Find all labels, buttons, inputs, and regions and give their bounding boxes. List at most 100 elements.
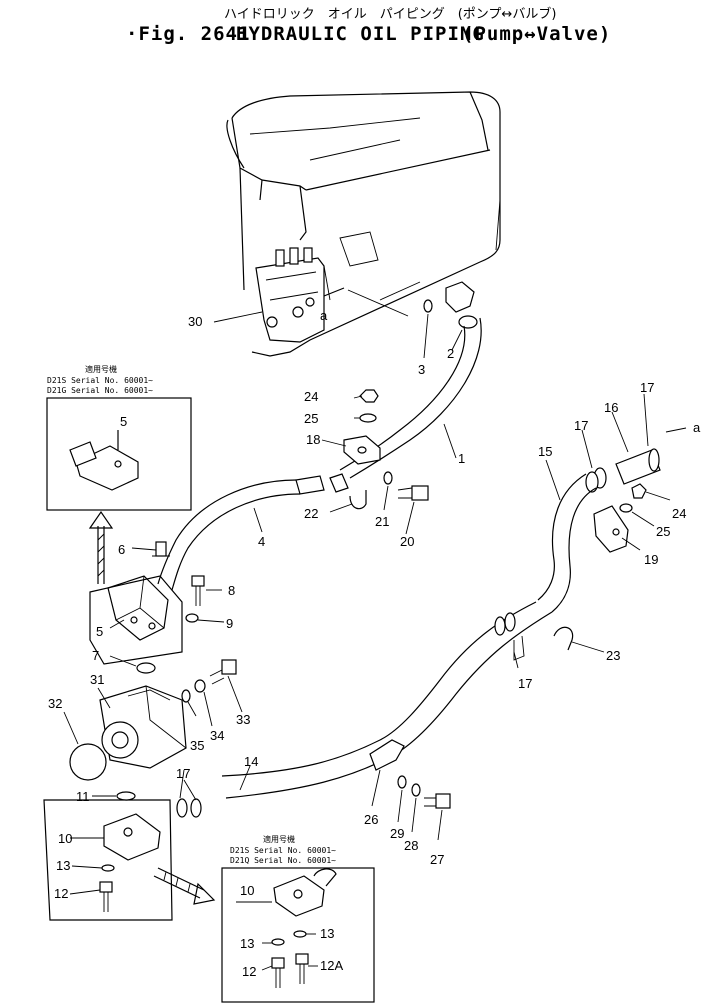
inset-bottom-box [221,867,375,1003]
inset-top-serial-1: D21S Serial No. 60001~ [47,376,153,385]
hose-connector [295,475,325,495]
callout-32: 32 [48,696,62,711]
callout-numbers: 1 2 3 4 5 5 6 7 8 9 10 11 12 13 14 15 16… [48,314,686,901]
hose-4 [157,479,301,591]
washer-34 [194,679,206,693]
callout-21: 21 [375,514,389,529]
callout-27: 27 [430,852,444,867]
clamp-23 [553,626,574,651]
inset-top-header: 適用号機 [85,364,117,374]
elbow-6 [152,541,170,557]
callout-10: 10 [58,831,72,846]
callout-6: 6 [118,542,125,557]
callout-7: 7 [92,648,99,663]
arrow-to-top-inset [88,510,114,584]
union-fitting [329,473,349,493]
inset-top-box [46,397,192,511]
elbow-fitting-2 [445,281,478,329]
inset-pump-flange [43,791,173,921]
washer-13-left [101,864,115,872]
clamp-17-bottom [176,798,202,818]
control-valve [255,247,345,343]
callout-5-inset: 5 [120,414,127,429]
bolt-12-left [99,881,113,912]
callout-34: 34 [210,728,224,743]
callout-16: 16 [604,400,618,415]
reference-mark-a-valve: a [320,308,328,323]
callout-17-middle: 17 [518,676,532,691]
figure-title: HYDRAULIC OIL PIPING [236,23,485,45]
o-ring-3 [423,299,433,313]
inset-top-serial-2: D21G Serial No. 60001~ [47,386,153,395]
inset-pump-flange-elbow [313,868,337,887]
callout-23: 23 [606,648,620,663]
callout-25-right: 25 [656,524,670,539]
callout-25-top: 25 [304,411,318,426]
leader-inset-12 [261,965,273,971]
callout-35: 35 [190,738,204,753]
bolt-33 [209,659,237,685]
inset-bolt-12 [271,957,285,988]
washer-25-top [359,413,377,423]
callout-3: 3 [418,362,425,377]
inset-bottom-serial-1: D21S Serial No. 60001~ [230,846,336,855]
hydraulic-pump-31 [99,685,187,769]
clamp-22 [349,490,367,510]
callout-8: 8 [228,583,235,598]
clamp-17-middle [494,612,525,661]
inset-callout-10: 10 [240,883,254,898]
washer-21 [383,471,393,485]
inset-flange-bolt-hole [114,460,122,468]
inset-pump-flange-hole [293,889,303,899]
callout-18: 18 [306,432,320,447]
callout-1: 1 [458,451,465,466]
hose-15 [537,473,597,613]
arrow-to-bottom-inset [153,867,216,905]
bolt-8 [191,575,205,606]
inset-flange-port [69,441,97,467]
callout-19: 19 [644,552,658,567]
washer-29 [397,775,407,789]
o-ring-32 [69,743,107,781]
inset-bottom: 適用号機 D21S Serial No. 60001~ D21Q Serial … [221,834,375,1003]
callout-33: 33 [236,712,250,727]
bolt-27 [424,793,451,809]
callout-26: 26 [364,812,378,827]
callout-30: 30 [188,314,202,329]
callout-29: 29 [390,826,404,841]
reference-mark-a-right: a [693,420,701,435]
callout-24-right: 24 [672,506,686,521]
callout-17-bottom: 17 [176,766,190,781]
inset-callout-13-left: 13 [240,936,254,951]
inset-top: 適用号機 D21S Serial No. 60001~ D21G Serial … [46,364,192,511]
callout-17-top: 17 [640,380,654,395]
callout-11: 11 [76,789,90,804]
figure-title-paren: (Pump↔Valve) [462,23,611,45]
washer-25-right [619,503,633,513]
leader-lines [63,311,687,895]
tube-16 [615,448,661,485]
nut-24-top [359,389,379,403]
reference-line-a [347,289,409,317]
o-ring-11 [116,791,136,801]
inset-bolt-12a [295,953,309,984]
inset-bottom-header: 適用号機 [263,834,295,844]
callout-15: 15 [538,444,552,459]
o-ring-35 [181,689,191,703]
callout-17-right: 17 [574,418,588,433]
callout-24-top: 24 [304,389,318,404]
flange-5 [89,575,183,665]
callout-4: 4 [258,534,265,549]
inset-bottom-serial-2: D21Q Serial No. 60001~ [230,856,336,865]
callout-22: 22 [304,506,318,521]
figure-number: ·Fig. 2641 [126,23,250,45]
bracket-18 [343,435,381,465]
o-ring-7 [136,662,156,674]
bracket-26 [369,739,405,771]
washer-9 [185,613,199,623]
pump-flange-10 [103,813,161,861]
callout-20: 20 [400,534,414,549]
callout-5: 5 [96,624,103,639]
callout-9: 9 [226,616,233,631]
